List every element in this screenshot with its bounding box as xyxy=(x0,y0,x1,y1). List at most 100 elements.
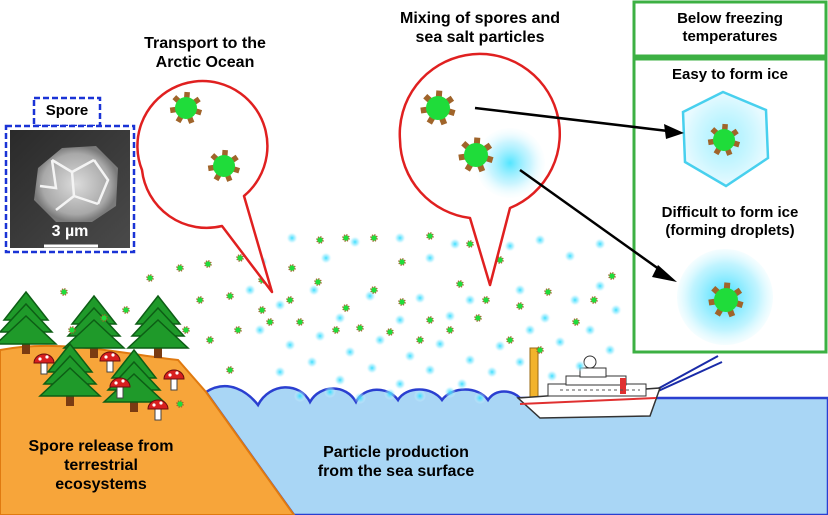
sea-salt-particle-icon xyxy=(456,378,468,390)
sea-salt-particle-icon xyxy=(414,390,426,402)
mixing-label-line-2: sea salt particles xyxy=(415,28,545,46)
spore-icon xyxy=(474,314,482,322)
sea-salt-particle-icon xyxy=(444,386,456,398)
sea-salt-particle-icon xyxy=(486,366,498,378)
spore-icon xyxy=(398,298,406,306)
mushroom-group xyxy=(33,351,185,421)
arrow-to-ice xyxy=(474,106,684,139)
spore-icon xyxy=(266,318,274,326)
sea-salt-particle-icon xyxy=(594,238,606,250)
mixing-label-line-1: Mixing of spores and xyxy=(399,10,560,27)
transport-label: Transport to the Arctic Ocean xyxy=(110,35,300,73)
spore-icon xyxy=(446,326,454,334)
mixing-label: Mixing of spores and sea salt particles xyxy=(370,10,590,48)
difficult-ice-label: Difficult to form ice (forming droplets) xyxy=(636,204,824,239)
sea-salt-particle-icon xyxy=(244,284,256,296)
easy-ice-label: Easy to form ice xyxy=(672,66,788,83)
sea-salt-particle-icon xyxy=(324,386,336,398)
spore-icon xyxy=(590,296,598,304)
spore-icon xyxy=(68,326,76,334)
spore-icon xyxy=(466,240,474,248)
spore-icon xyxy=(482,296,490,304)
sea-salt-particle-icon xyxy=(394,232,406,244)
spore-icon xyxy=(314,278,322,286)
sea-salt-particle-icon xyxy=(514,284,526,296)
spore-panel-title: Spore xyxy=(45,102,89,119)
sea-salt-particle-icon xyxy=(434,338,446,350)
sea-salt-particle-icon xyxy=(424,252,436,264)
sea-salt-particle-icon xyxy=(394,314,406,326)
sea-salt-particle-icon xyxy=(464,354,476,366)
spore-icon xyxy=(544,288,552,296)
sea-salt-particle-icon xyxy=(354,392,366,404)
spore-icon xyxy=(342,234,350,242)
sea-salt-particle-icon xyxy=(366,362,378,374)
sea-salt-particle-icon xyxy=(334,312,346,324)
sea-salt-particle-icon xyxy=(449,238,461,250)
spore-icon xyxy=(207,149,241,182)
spore-icon xyxy=(316,236,324,244)
land-label-line-2: terrestrial xyxy=(64,456,138,474)
sea-label-line-1: Particle production xyxy=(323,444,469,461)
mushroom-icon xyxy=(99,351,121,373)
spore-icon xyxy=(204,260,212,268)
spore-icon xyxy=(234,326,242,334)
spore-group xyxy=(169,90,744,318)
spore-icon xyxy=(398,258,406,266)
spore-icon xyxy=(342,304,350,312)
sea-salt-particle-icon xyxy=(604,344,616,356)
tree-icon xyxy=(0,290,58,354)
spore-icon xyxy=(122,306,130,314)
transport-callout xyxy=(136,79,274,294)
spore-icon xyxy=(506,336,514,344)
sea-salt-particle-icon xyxy=(594,280,606,292)
spore-icon xyxy=(572,318,580,326)
sea-label: Particle production from the sea surface xyxy=(296,444,496,482)
spore-icon xyxy=(169,91,203,124)
sea-salt-particle-icon xyxy=(539,312,551,324)
transport-label-line-2: Arctic Ocean xyxy=(155,53,255,71)
sea-salt-particle-icon xyxy=(306,356,318,368)
spore-icon xyxy=(420,90,456,126)
sea-salt-particle-icon xyxy=(564,250,576,262)
sea-body xyxy=(204,385,828,515)
sea-salt-particle-icon xyxy=(584,324,596,336)
sea-salt-particle-icon xyxy=(394,378,406,390)
sea-salt-particle-icon xyxy=(274,299,286,311)
particle-field xyxy=(60,232,622,408)
sea-salt-particle-icon xyxy=(320,252,332,264)
freezing-title-line-1: Below freezing xyxy=(677,10,783,27)
spore-icon xyxy=(332,326,340,334)
spore-icon xyxy=(707,123,741,156)
tree-icon xyxy=(126,294,190,358)
freezing-panel-title: Below freezing temperatures xyxy=(636,10,824,45)
mushroom-icon xyxy=(109,377,131,399)
sea-salt-particle-icon xyxy=(569,294,581,306)
sea-salt-particle-icon xyxy=(286,232,298,244)
sea-label-line-2: from the sea surface xyxy=(317,462,475,480)
spore-icon xyxy=(196,296,204,304)
spore-icon xyxy=(258,306,266,314)
spore-icon xyxy=(236,254,244,262)
sea-salt-particle-icon xyxy=(308,284,320,296)
sea-salt-particle-icon xyxy=(294,390,306,402)
land-label: Spore release from terrestrial ecosystem… xyxy=(6,438,196,495)
land-label-line-1: Spore release from xyxy=(28,438,174,455)
spore-icon xyxy=(176,264,184,272)
spore-micrograph-panel xyxy=(4,96,136,254)
sea-salt-particle-icon xyxy=(284,339,296,351)
sea-salt-particle-icon xyxy=(404,350,416,362)
spore-icon xyxy=(176,400,184,408)
spore-icon xyxy=(146,274,154,282)
scale-bar-label: 3 µm xyxy=(51,223,89,240)
sea-salt-particle-icon xyxy=(274,366,286,378)
sea-salt-particle-icon xyxy=(514,356,526,368)
spore-icon xyxy=(226,366,234,374)
sea-salt-particle-icon xyxy=(474,392,486,404)
sea-salt-particle-icon xyxy=(414,292,426,304)
sea-salt-particle-icon xyxy=(504,240,516,252)
spore-icon xyxy=(226,292,234,300)
sea-salt-particle-icon xyxy=(574,360,586,372)
spore-icon xyxy=(516,302,524,310)
